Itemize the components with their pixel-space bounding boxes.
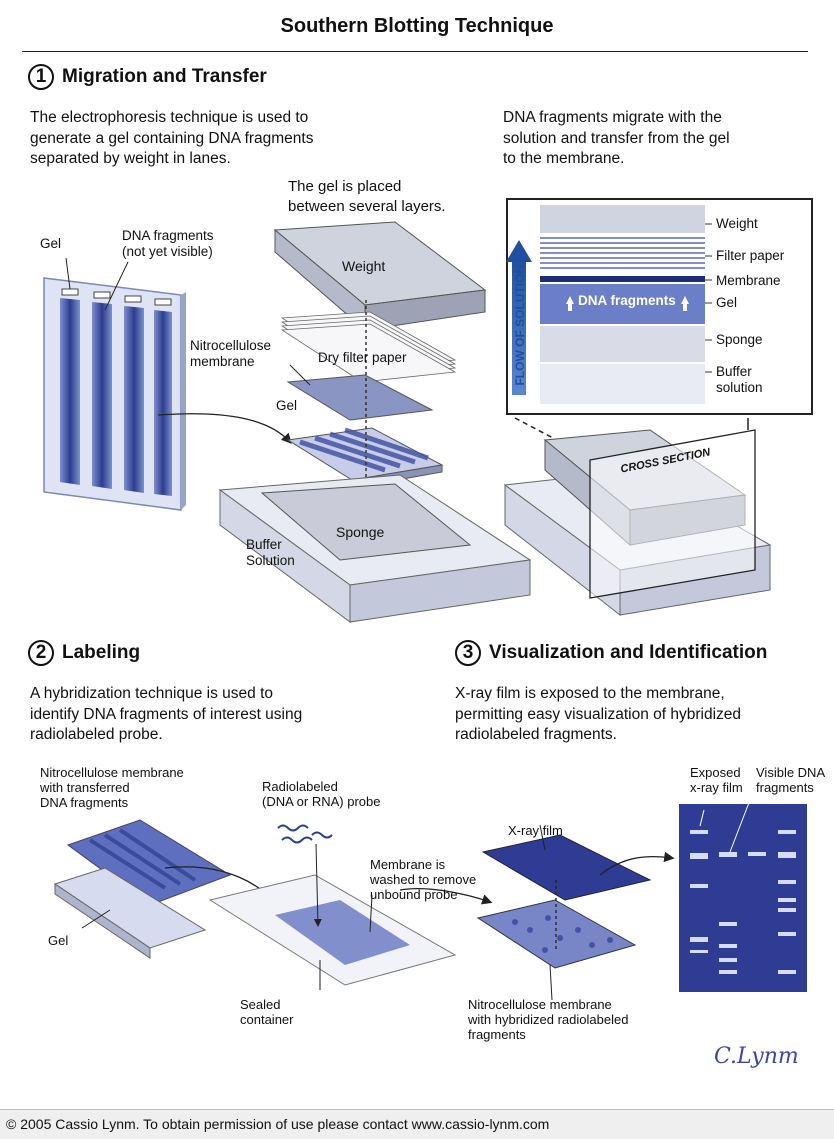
- section-2-heading: 2 Labeling: [28, 640, 140, 666]
- label-cs-gel: Gel: [716, 295, 738, 310]
- inset-weight: [540, 205, 705, 233]
- flow-arrow-head: [506, 240, 532, 262]
- label-visible-dna-fragments: Visible DNA fragments: [756, 765, 826, 795]
- visualization-illustration: [476, 799, 807, 1001]
- film-to-exposed-arrow: [599, 851, 675, 876]
- hybridized-spots: [512, 915, 613, 953]
- section-1-left-text: The electrophoresis technique is used to…: [30, 109, 314, 168]
- label-buffer-solution: Buffer Solution: [246, 537, 295, 568]
- label-sealed-container: Sealed container: [240, 997, 294, 1027]
- step-number-2: 2: [28, 640, 54, 666]
- label-cs-membrane: Membrane: [716, 273, 781, 288]
- label-weight: Weight: [342, 258, 386, 274]
- gel-slab-bottom-edge: [54, 883, 151, 959]
- gel-lane: [92, 302, 112, 489]
- label-cs-weight: Weight: [716, 216, 758, 231]
- exploded-stack: [218, 221, 532, 623]
- label-cs-filter-paper: Filter paper: [716, 248, 785, 263]
- label-cs-sponge: Sponge: [716, 332, 763, 347]
- step-number-1: 1: [28, 64, 54, 90]
- membrane-leader: [289, 364, 311, 386]
- container-to-film-arrow: [399, 888, 493, 905]
- dna-leader: [104, 261, 129, 311]
- gel-lane: [124, 306, 144, 493]
- membrane-sheet: [286, 374, 434, 421]
- section-1-title: Migration and Transfer: [62, 66, 267, 87]
- probe-squiggles: [277, 824, 333, 844]
- label-xray-film: X-ray film: [508, 823, 563, 838]
- gel-well: [93, 291, 111, 299]
- label-nc-membrane-hybridized: Nitrocellulose membrane with hybridized …: [468, 997, 629, 1042]
- gel-leader: [65, 257, 71, 290]
- film-bands: [690, 830, 796, 974]
- inset-membrane: [540, 276, 705, 282]
- section-2-text: A hybridization technique is used to ide…: [30, 685, 303, 744]
- label-nitrocellulose-membrane: Nitrocellulose membrane: [190, 338, 272, 369]
- label-dry-filter-paper: Dry filter paper: [318, 350, 407, 365]
- gel-slab-edge: [181, 292, 186, 510]
- tray-side: [349, 559, 531, 623]
- gel-lanes: [60, 298, 172, 496]
- gel-wells: [61, 288, 172, 306]
- filter-paper-stack: [280, 311, 457, 383]
- footer-bar: © 2005 Cassio Lynm. To obtain permission…: [0, 1109, 834, 1139]
- label-flow-of-solution: FLOW OF SOLUTION: [512, 264, 527, 386]
- inset-filter-lines: [540, 237, 705, 269]
- gel-lane: [60, 298, 80, 485]
- gel-slab-illustration: [43, 257, 292, 511]
- section-3-heading: 3 Visualization and Identification: [455, 640, 767, 666]
- gel-well: [124, 295, 142, 303]
- gel-lane: [154, 310, 172, 496]
- label-gel-stack: Gel: [276, 398, 298, 413]
- label-nc-membrane-transferred: Nitrocellulose membrane with transferred…: [40, 765, 184, 810]
- inset-sponge: [540, 326, 705, 362]
- label-sponge: Sponge: [336, 524, 385, 540]
- footer-copyright: © 2005 Cassio Lynm. To obtain permission…: [6, 1116, 550, 1132]
- cross-section-inset: [506, 198, 813, 449]
- label-exposed-xray-film: Exposed x-ray film: [690, 765, 743, 795]
- gel-well: [61, 288, 79, 296]
- sponge-top: [260, 483, 472, 561]
- section-3-text: X-ray film is exposed to the membrane, p…: [455, 685, 742, 744]
- xray-film-sheet: [481, 834, 652, 901]
- label-gel: Gel: [40, 236, 62, 251]
- label-radiolabeled-probe: Radiolabeled (DNA or RNA) probe: [262, 779, 381, 809]
- inset-buffer: [540, 364, 705, 404]
- dna-fragment-arrows: [566, 296, 689, 311]
- inset-leaders: [705, 223, 712, 373]
- flow-arrow-shaft: [512, 255, 526, 395]
- labeling-illustration: [53, 819, 493, 990]
- section-1-heading: 1 Migration and Transfer: [28, 64, 267, 90]
- label-membrane-washed: Membrane is washed to remove unbound pro…: [370, 857, 477, 902]
- inset-connector: [514, 417, 573, 449]
- label-cs-dna-fragments: DNA fragments: [578, 293, 676, 308]
- artist-signature: C.Lynm: [714, 1044, 799, 1069]
- stack-gel-lanes: [299, 427, 429, 473]
- gel-well: [154, 298, 172, 306]
- assembled-stack: [503, 429, 772, 617]
- label-cs-buffer: Buffer solution: [716, 364, 763, 395]
- section-3-title: Visualization and Identification: [489, 642, 768, 663]
- gel-placed-label: The gel is placed between several layers…: [288, 178, 446, 215]
- section-1-right-text: DNA fragments migrate with the solution …: [503, 109, 730, 168]
- step-number-3: 3: [455, 640, 481, 666]
- label-gel-bottom: Gel: [48, 933, 69, 948]
- section-2-title: Labeling: [62, 642, 141, 663]
- label-dna-not-visible: DNA fragments (not yet visible): [122, 228, 214, 259]
- title-rule: [22, 51, 808, 52]
- page-title: Southern Blotting Technique: [280, 15, 554, 37]
- gel-to-stack-arrow: [157, 413, 292, 444]
- container-membrane: [275, 900, 410, 965]
- cross-section-plane: [589, 429, 756, 599]
